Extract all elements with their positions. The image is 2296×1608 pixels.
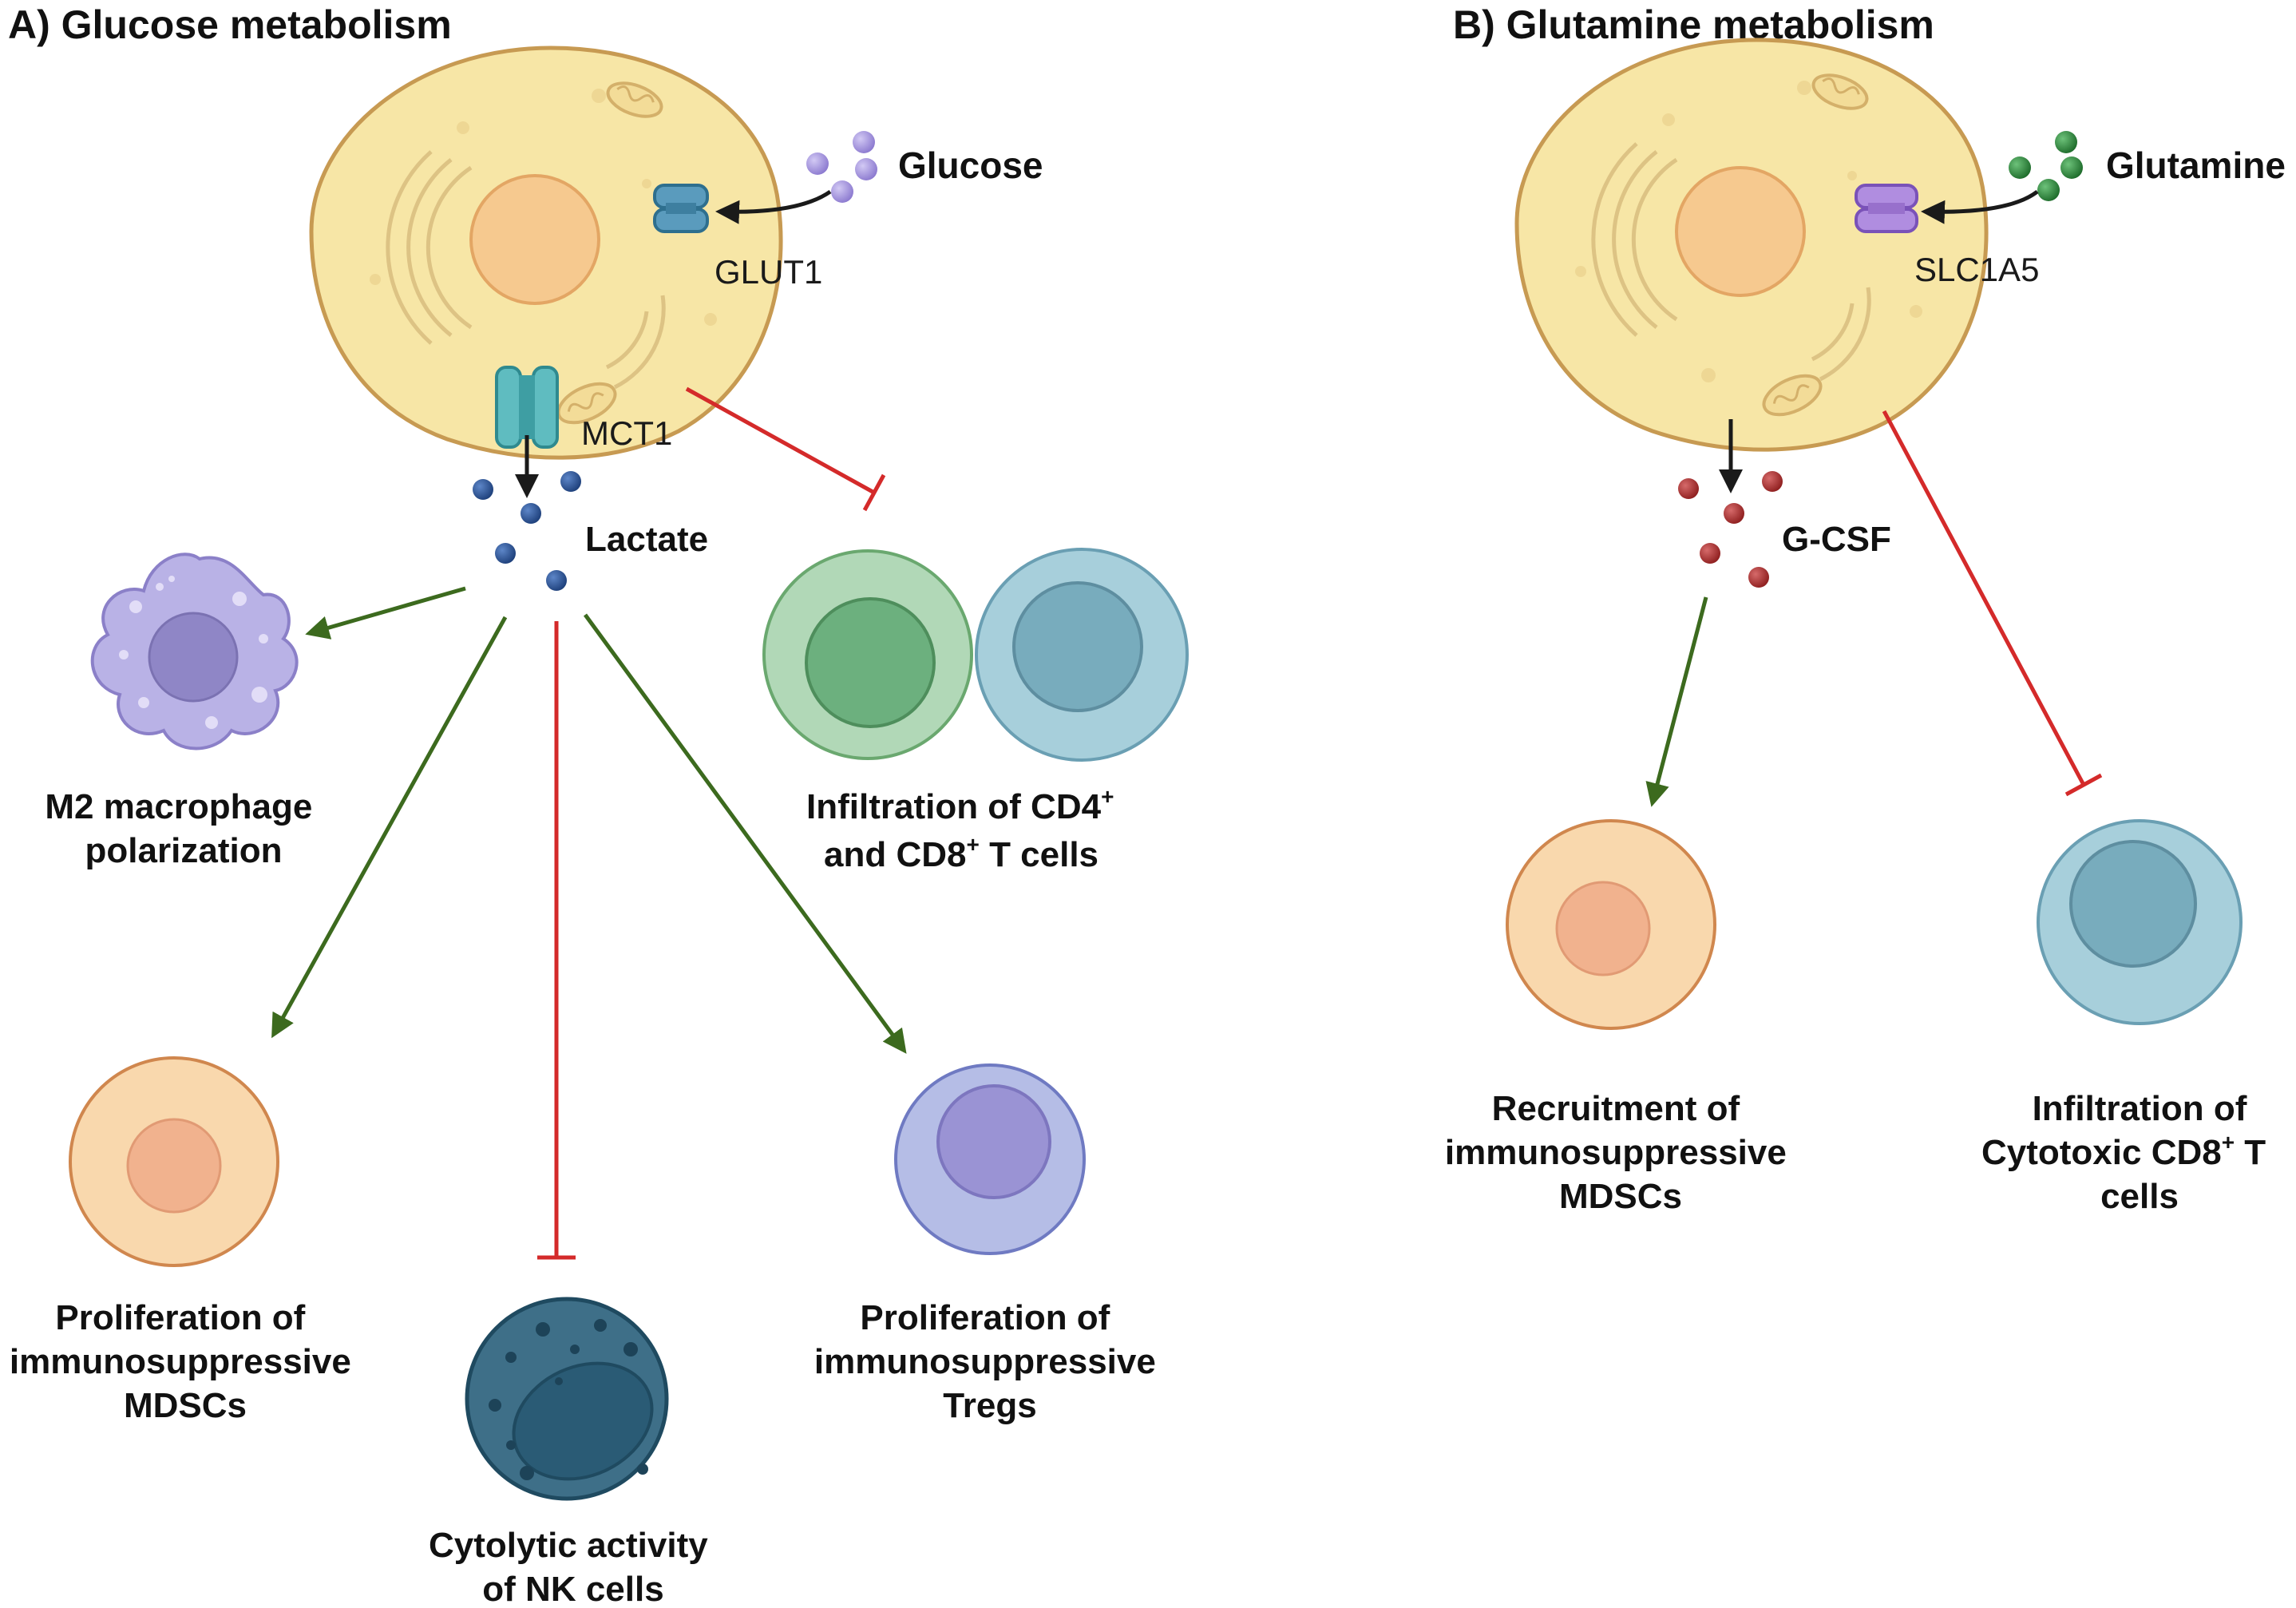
inhibit-infiltration-arrow <box>685 386 886 512</box>
nk-activity-label: Cytolytic activity of NK cells <box>429 1526 718 1608</box>
t-cell-icon <box>762 549 973 760</box>
glut1-label: GLUT1 <box>715 253 822 291</box>
inhibit-cd8-arrow <box>1882 410 2103 797</box>
gcsf-molecules-icon <box>1678 471 1783 588</box>
macrophage-icon <box>90 553 299 751</box>
glut1-transporter-icon <box>653 184 709 233</box>
promote-treg-arrow <box>583 613 907 1054</box>
glutamine-label: Glutamine <box>2106 145 2286 186</box>
panel-a-title: A) Glucose metabolism <box>8 2 452 47</box>
mdsc-cell-icon <box>69 1056 279 1267</box>
infiltration-cd4-cd8-label: Infiltration of CD4+ <box>806 784 1114 826</box>
m2-label: M2 macrophage polarization <box>45 787 322 870</box>
lactate-molecules-icon <box>473 471 581 591</box>
gcsf-label: G-CSF <box>1782 520 1891 559</box>
promote-mdsc-arrow <box>271 616 508 1039</box>
glutamine-uptake-arrow <box>1921 189 2039 224</box>
glucose-label: Glucose <box>898 145 1043 186</box>
mct1-label: MCT1 <box>581 414 672 452</box>
glutamine-molecules-icon <box>2009 131 2083 201</box>
treg-proliferation-label: Proliferation of immunosuppressive Tregs <box>814 1298 1166 1425</box>
infiltration-cd8-label: Infiltration of <box>2033 1089 2247 1128</box>
treg-cell-icon <box>894 1063 1086 1255</box>
promote-recruitment-arrow <box>1645 596 1708 807</box>
slc1a5-label: SLC1A5 <box>1914 251 2039 288</box>
recruitment-mdsc-label: Recruitment of immunosuppressive MDSCs <box>1445 1089 1796 1216</box>
infiltration-cd8-line2: Cytotoxic CD8+ T <box>1981 1130 2266 1172</box>
infiltration-cd8-line3: cells <box>2100 1177 2179 1216</box>
glucose-molecules-icon <box>806 131 877 203</box>
inhibit-nk-arrow <box>537 621 576 1260</box>
slc1a5-transporter-icon <box>1855 184 1918 233</box>
lactate-label: Lactate <box>585 520 708 559</box>
t-cell-icon <box>975 548 1189 762</box>
panel-b-title: B) Glutamine metabolism <box>1453 2 1934 47</box>
infiltration-cd8-line: and CD8+ T cells <box>824 832 1099 874</box>
glucose-uptake-arrow <box>715 189 832 224</box>
promote-m2-arrow <box>305 586 466 640</box>
mdsc-cell-icon <box>1506 819 1716 1030</box>
cd8-t-cell-icon <box>2037 819 2243 1025</box>
tumor-cell-icon <box>1517 40 1986 450</box>
mdsc-proliferation-label: Proliferation of immunosuppressive MDSCs <box>10 1298 361 1425</box>
mct1-transporter-icon <box>495 366 559 449</box>
nk-cell-icon <box>465 1297 669 1501</box>
